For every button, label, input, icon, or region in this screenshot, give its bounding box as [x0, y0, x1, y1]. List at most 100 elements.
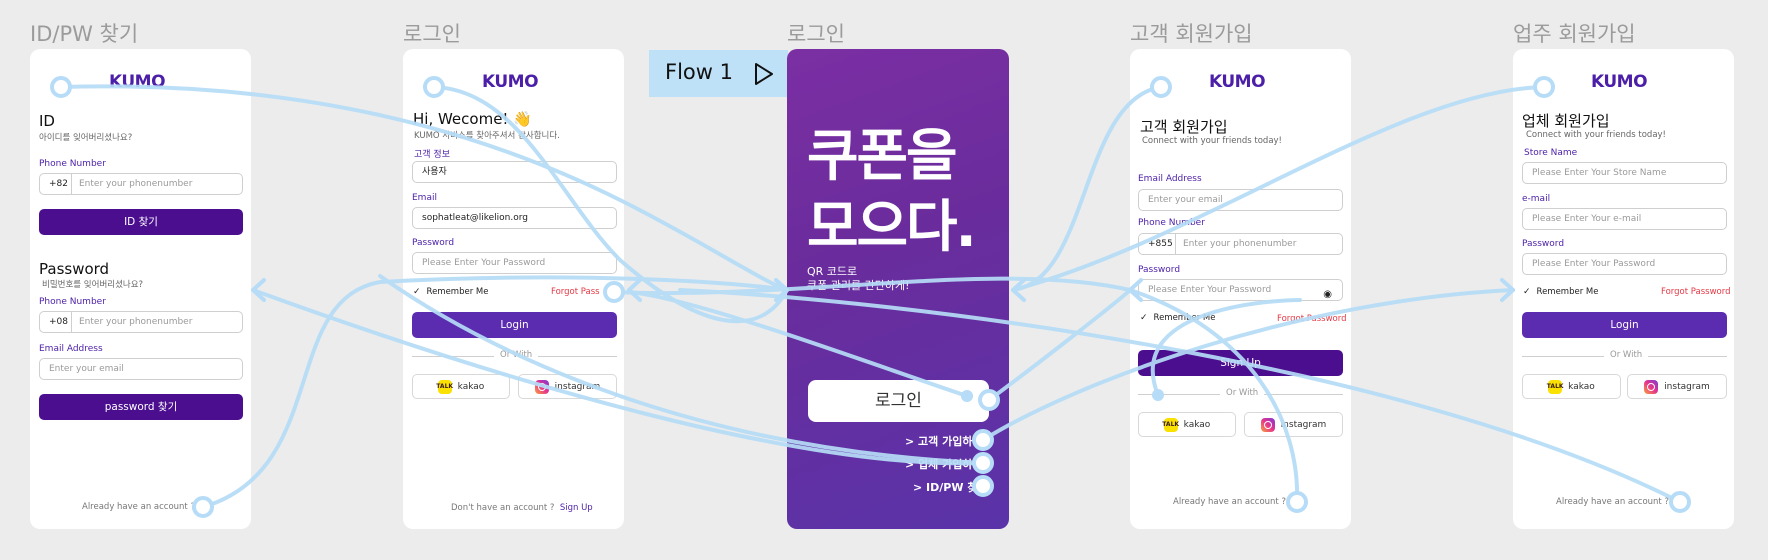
- instagram-label: instagram: [554, 381, 601, 392]
- frame-title-business-signup: 업주 회원가입: [1513, 22, 1636, 46]
- footer-text: Don't have an account ?: [451, 503, 555, 513]
- instagram-login-button[interactable]: instagram: [1627, 374, 1727, 399]
- forgot-password-link[interactable]: Forgot Password: [1277, 314, 1347, 324]
- splash-screen: 쿠폰을 모으다. QR 코드로 쿠폰 관리를 간단하게! 로그인 > 고객 가입…: [787, 49, 1009, 529]
- instagram-icon: [1644, 379, 1659, 394]
- find-password-button[interactable]: password 찾기: [39, 394, 243, 420]
- kumo-logo: KUMO: [1209, 72, 1266, 92]
- country-code[interactable]: +855: [1148, 234, 1176, 254]
- password-placeholder: Please Enter Your Password: [1148, 285, 1272, 295]
- kakao-login-button[interactable]: TALK kakao: [412, 374, 510, 399]
- country-code[interactable]: +82: [49, 174, 72, 194]
- play-icon[interactable]: [753, 62, 775, 86]
- instagram-label: instagram: [1280, 419, 1327, 430]
- phone-input[interactable]: +855 Enter your phonenumber: [1138, 233, 1343, 255]
- find-id-button[interactable]: ID 찾기: [39, 209, 243, 235]
- instagram-icon: [534, 379, 549, 394]
- password-input[interactable]: Please Enter Your Password: [412, 252, 617, 274]
- email-input[interactable]: Enter your email: [39, 358, 243, 380]
- remember-me-checkbox[interactable]: ✓Remember Me: [413, 287, 488, 297]
- kakao-label: kakao: [1568, 381, 1595, 392]
- welcome-heading: Hi, Wecome! 👋: [413, 110, 532, 128]
- phone-input[interactable]: +82 Enter your phonenumber: [39, 173, 243, 195]
- forgot-password-link[interactable]: Forgot Password: [1661, 287, 1731, 297]
- kakao-icon: TALK: [1547, 379, 1564, 394]
- remember-me-label: Remember Me: [1536, 287, 1599, 297]
- footer-login-link[interactable]: Lo: [197, 502, 208, 512]
- remember-me-checkbox[interactable]: ✓Remember Me: [1523, 287, 1598, 297]
- email-label: Email: [412, 193, 437, 203]
- splash-login-button[interactable]: 로그인: [808, 380, 989, 422]
- footer-login-prompt: Already have an account ? Lo: [82, 502, 207, 512]
- login-button[interactable]: Login: [1522, 312, 1727, 338]
- instagram-login-button[interactable]: instagram: [1244, 412, 1343, 437]
- check-icon: ✓: [1140, 313, 1148, 323]
- arrow-head-icon: [1500, 278, 1515, 302]
- password-input[interactable]: Please Enter Your Password ◉: [1138, 279, 1343, 301]
- customer-signup-screen: KUMO 고객 회원가입 Connect with your friends t…: [1130, 49, 1351, 529]
- kumo-logo: KUMO: [1591, 72, 1648, 92]
- instagram-login-button[interactable]: instagram: [518, 374, 617, 399]
- frame-title-find: ID/PW 찾기: [30, 22, 139, 46]
- remember-me-checkbox[interactable]: ✓Remember Me: [1140, 313, 1215, 323]
- footer-text: Already have an account ?: [1173, 497, 1286, 507]
- user-type-field[interactable]: 사용자: [412, 161, 617, 183]
- arrow-head-icon: [1011, 278, 1026, 302]
- kakao-login-button[interactable]: TALK kakao: [1522, 374, 1621, 399]
- phone-placeholder: Enter your phonenumber: [79, 179, 193, 189]
- flow-start-banner[interactable]: Flow 1: [649, 50, 788, 97]
- kakao-label: kakao: [1183, 419, 1211, 430]
- login-button[interactable]: Login: [412, 312, 617, 338]
- login-screen: KUMO Hi, Wecome! 👋 KUMO 서비스를 찾아주셔서 감사합니다…: [403, 49, 624, 529]
- signup-heading: 업체 회원가입: [1522, 112, 1610, 130]
- kakao-label: kakao: [457, 381, 485, 392]
- email-input[interactable]: sophatleat@likelion.org: [412, 207, 617, 229]
- instagram-label: instagram: [1664, 381, 1710, 392]
- id-subtitle: 아이디를 잊어버리셨나요?: [39, 133, 133, 143]
- footer-login-link[interactable]: Lo: [1288, 497, 1299, 507]
- or-with-text: Or With: [494, 350, 539, 360]
- welcome-subtitle: KUMO 서비스를 찾아주셔서 감사합니다.: [414, 131, 560, 141]
- business-signup-link[interactable]: > 업체 가입하: [905, 458, 973, 471]
- headline-line-2: 모으다.: [807, 195, 977, 260]
- password-input[interactable]: Please Enter Your Password: [1522, 253, 1727, 275]
- country-code-2[interactable]: +08: [49, 312, 72, 332]
- signup-subtitle: Connect with your friends today!: [1142, 136, 1282, 146]
- phone-label: Phone Number: [1138, 218, 1205, 228]
- footer-signup-prompt: Don't have an account ? Sign Up: [451, 503, 593, 513]
- frame-title-splash: 로그인: [787, 22, 845, 46]
- phone-label: Phone Number: [39, 159, 106, 169]
- kakao-icon: TALK: [436, 379, 453, 394]
- footer-text: Already have an account ?: [82, 502, 195, 512]
- phone-label-2: Phone Number: [39, 297, 106, 307]
- tagline-line-2: 쿠폰 관리를 간단하게!: [807, 279, 910, 292]
- headline-line-1: 쿠폰을: [807, 124, 958, 189]
- footer-signup-link[interactable]: Sign Up: [559, 503, 593, 513]
- password-label: Password: [1522, 239, 1565, 249]
- store-name-input[interactable]: Please Enter Your Store Name: [1522, 162, 1727, 184]
- password-heading: Password: [39, 260, 110, 278]
- phone-placeholder: Enter your phonenumber: [1183, 239, 1297, 249]
- store-name-label: Store Name: [1524, 148, 1578, 158]
- footer-login-link[interactable]: Lo: [1671, 497, 1682, 507]
- customer-signup-link[interactable]: > 고객 가입하: [905, 435, 973, 448]
- signup-button[interactable]: Sign Up: [1138, 350, 1343, 376]
- business-signup-screen: KUMO 업체 회원가입 Connect with your friends t…: [1513, 49, 1734, 529]
- signup-subtitle: Connect with your friends today!: [1526, 130, 1666, 140]
- forgot-password-link[interactable]: Forgot Pass: [551, 287, 600, 297]
- arrow-head-icon: [774, 278, 789, 302]
- arrow-head-icon: [251, 278, 266, 302]
- signup-heading: 고객 회원가입: [1140, 118, 1228, 136]
- email-input[interactable]: Enter your email: [1138, 189, 1343, 211]
- password-label: Password: [412, 238, 455, 248]
- kumo-logo: KUMO: [482, 72, 539, 92]
- email-input[interactable]: Please Enter Your e-mail: [1522, 208, 1727, 230]
- eye-icon[interactable]: ◉: [1323, 289, 1332, 300]
- connection-wire: [987, 288, 1132, 402]
- email-label: Email Address: [1138, 174, 1202, 184]
- find-id-pw-link[interactable]: > ID/PW 찾: [913, 481, 978, 494]
- or-with-text: Or With: [1220, 388, 1265, 398]
